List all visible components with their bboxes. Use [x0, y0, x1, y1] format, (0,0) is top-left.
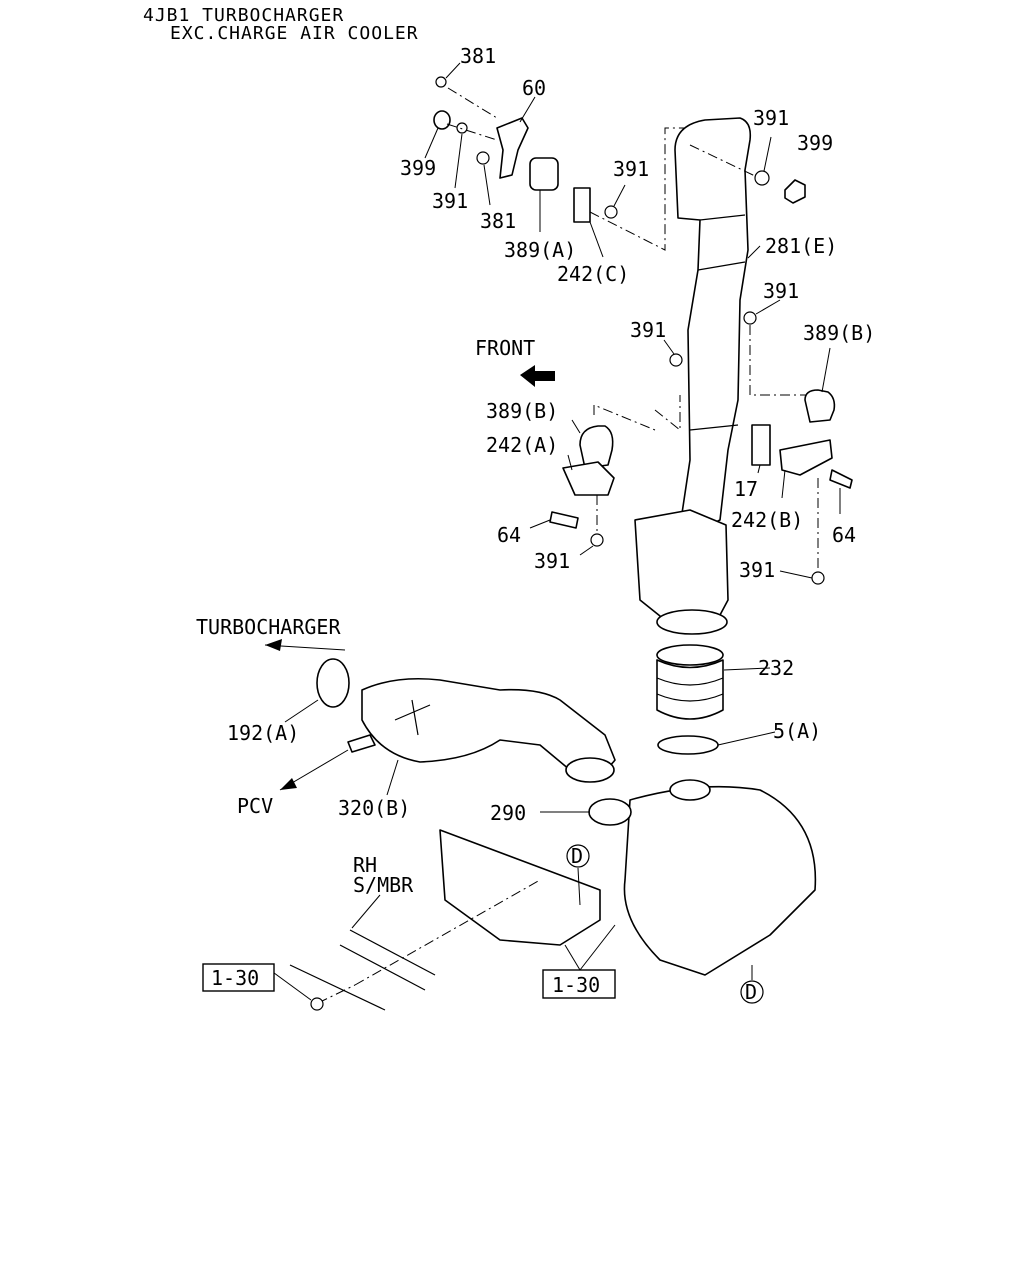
- bolt-64-right: [829, 469, 853, 489]
- callout-389b-right: 389(B): [803, 321, 875, 345]
- turbocharger-label: TURBOCHARGER: [196, 615, 341, 639]
- bracket-60: [496, 117, 529, 179]
- callout-381-top: 381: [460, 44, 496, 68]
- air-cleaner-body: [623, 785, 817, 976]
- callout-232: 232: [758, 656, 794, 680]
- bolt-64-left: [549, 511, 579, 529]
- intake-duct-281e: [634, 117, 752, 635]
- ref-box-center-label: 1-30: [552, 973, 600, 997]
- callout-389b-left: 389(B): [486, 399, 558, 423]
- callout-64-right: 64: [832, 523, 856, 547]
- ref-box-left-label: 1-30: [211, 966, 259, 990]
- hose-232: [656, 659, 724, 720]
- callout-391-d: 391: [763, 279, 799, 303]
- callout-281e: 281(E): [765, 234, 837, 258]
- frame-rh-smbr: [289, 879, 541, 1011]
- callout-391-c: 391: [753, 106, 789, 130]
- rh-label: RH: [353, 853, 377, 877]
- header-line-2: EXC.CHARGE AIR COOLER: [170, 23, 419, 44]
- callout-389a: 389(A): [504, 238, 576, 262]
- leader-lines: [269, 62, 841, 1001]
- mount-389b-right: [804, 389, 836, 423]
- callout-391-e: 391: [630, 318, 666, 342]
- bracket-242b: [779, 439, 833, 476]
- hose-320b-outlet: [565, 757, 615, 783]
- callout-391-f: 391: [534, 549, 570, 573]
- callout-60: 60: [522, 76, 546, 100]
- ref-d-top: [566, 844, 590, 868]
- callout-242a: 242(A): [486, 433, 558, 457]
- callout-242b: 242(B): [731, 508, 803, 532]
- ref-d-bottom: [740, 980, 764, 1004]
- washer-381: [476, 151, 490, 165]
- callout-192a: 192(A): [227, 721, 299, 745]
- clamp-192a: [316, 658, 350, 708]
- air-cleaner-group: [439, 779, 817, 976]
- nut-381-top: [435, 76, 447, 88]
- nut-391-c: [754, 170, 770, 186]
- hose-320b-group: [264, 639, 616, 791]
- callout-391-b: 391: [613, 157, 649, 181]
- hose-232-group: [656, 644, 724, 755]
- upper-bracket-assembly: [433, 76, 690, 251]
- pcv-nipple: [347, 734, 376, 753]
- bracket-242a: [562, 461, 615, 496]
- air-cleaner-bracket: [439, 829, 601, 946]
- clamp-5a: [657, 735, 719, 755]
- front-arrow-icon: [520, 365, 555, 387]
- air-cleaner-inlet: [669, 779, 711, 801]
- callout-242c: 242(C): [557, 262, 629, 286]
- callout-391-a: 391: [432, 189, 468, 213]
- nut-391-g: [811, 571, 825, 585]
- pcv-label: PCV: [237, 794, 273, 818]
- hose-232-top: [656, 644, 724, 666]
- bracket-17: [751, 424, 771, 466]
- callout-381-b: 381: [480, 209, 516, 233]
- ref-d-top-label: D: [571, 844, 583, 868]
- front-label: FRONT: [475, 336, 535, 360]
- clamp-290: [588, 798, 632, 826]
- nut-391-d: [743, 311, 757, 325]
- ref-box-left: [202, 963, 275, 992]
- smbr-label: S/MBR: [353, 873, 414, 897]
- right-fittings: [669, 144, 853, 585]
- callout-290: 290: [490, 801, 526, 825]
- nut-391-e: [669, 353, 683, 367]
- callout-64-left: 64: [497, 523, 521, 547]
- callout-320b: 320(B): [338, 796, 410, 820]
- washer-391-left: [456, 122, 468, 134]
- cap-399-left: [433, 110, 451, 130]
- ref-box-center: [542, 969, 616, 999]
- mount-389a: [529, 157, 559, 191]
- left-mount-group: [549, 404, 656, 547]
- duct-outlet: [656, 609, 728, 635]
- header-line-1: 4JB1 TURBOCHARGER: [143, 5, 344, 26]
- callout-399-right: 399: [797, 131, 833, 155]
- callout-391-g: 391: [739, 558, 775, 582]
- bracket-242c: [573, 187, 591, 223]
- nut-391-b: [604, 205, 618, 219]
- nut-391-f: [590, 533, 604, 547]
- ref-d-bottom-label: D: [745, 980, 757, 1004]
- mount-389b-left: [579, 425, 614, 469]
- frame-bolt: [310, 997, 324, 1011]
- callout-17: 17: [734, 477, 758, 501]
- duct-lower-body: [634, 509, 729, 621]
- callout-5a: 5(A): [773, 719, 821, 743]
- callout-399-left: 399: [400, 156, 436, 180]
- cap-399-right: [784, 179, 806, 204]
